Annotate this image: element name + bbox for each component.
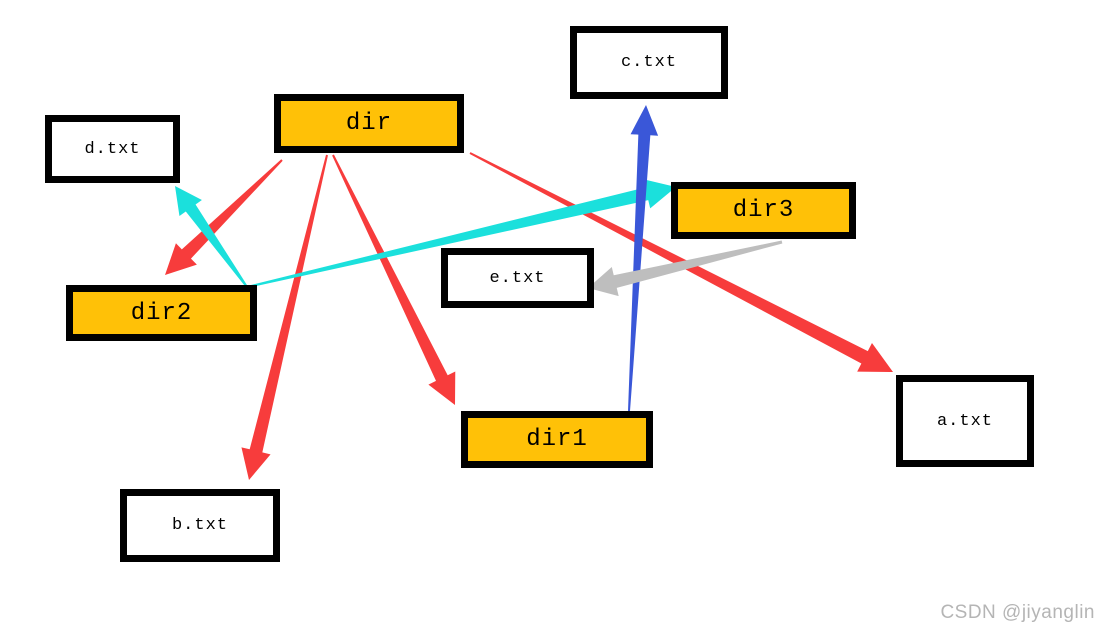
node-dir2[interactable]: dir2: [66, 285, 257, 341]
node-label: dir2: [130, 299, 193, 327]
node-c-txt[interactable]: c.txt: [570, 26, 728, 99]
node-label: b.txt: [171, 516, 228, 535]
node-b-txt[interactable]: b.txt: [120, 489, 280, 562]
arrow-dir3-to-e: [588, 240, 783, 297]
node-label: dir3: [732, 197, 795, 224]
node-label: e.txt: [489, 268, 546, 288]
node-label: dir: [345, 110, 393, 137]
arrow-dir-to-dir2: [165, 159, 283, 275]
arrow-dir2-to-d: [175, 186, 248, 288]
node-label: c.txt: [620, 53, 677, 72]
node-e-txt[interactable]: e.txt: [441, 248, 594, 308]
node-label: dir1: [526, 426, 588, 453]
node-dir3[interactable]: dir3: [671, 182, 856, 239]
watermark-label: CSDN @jiyanglin: [940, 602, 1095, 623]
node-dir1[interactable]: dir1: [461, 411, 653, 468]
node-d-txt[interactable]: d.txt: [45, 115, 180, 183]
node-label: d.txt: [84, 139, 141, 159]
node-a-txt[interactable]: a.txt: [896, 375, 1034, 467]
node-dir[interactable]: dir: [274, 94, 464, 153]
arrow-dir-to-dir1: [332, 154, 456, 405]
node-label: a.txt: [936, 411, 993, 431]
arrow-dir1-to-c: [628, 105, 659, 412]
